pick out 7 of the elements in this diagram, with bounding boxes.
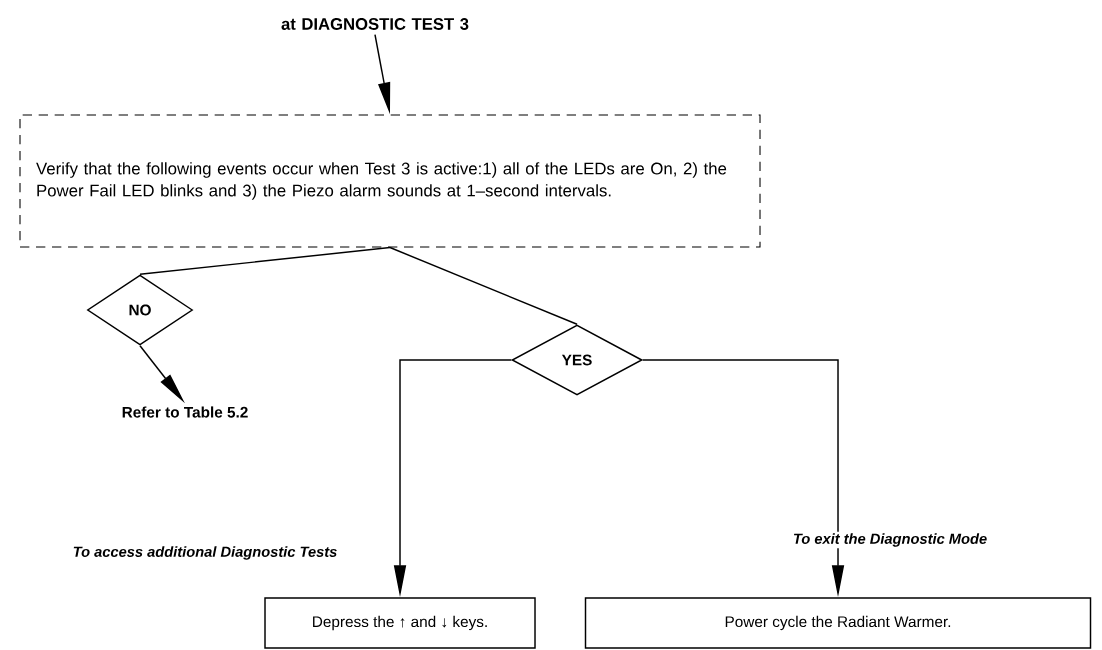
heading-text: at DIAGNOSTIC TEST 3: [281, 18, 469, 30]
process-box: Power cycle the Radiant Warmer.: [584, 597, 1092, 649]
process-box: Depress the ↑ and ↓ keys.: [264, 597, 536, 649]
edge-label: To exit the Diagnostic Mode: [791, 531, 989, 549]
edge-label: To access additional Diagnostic Tests: [71, 544, 339, 562]
reference-text: Refer to Table 5.2: [122, 406, 248, 418]
instruction-box: Verify that the following events occur when Test 3 is active:1) all of the LEDs are On, 2) the Power Fail LED blinks and 3) the Piezo alarm sounds at 1–second intervals.: [19, 114, 761, 248]
